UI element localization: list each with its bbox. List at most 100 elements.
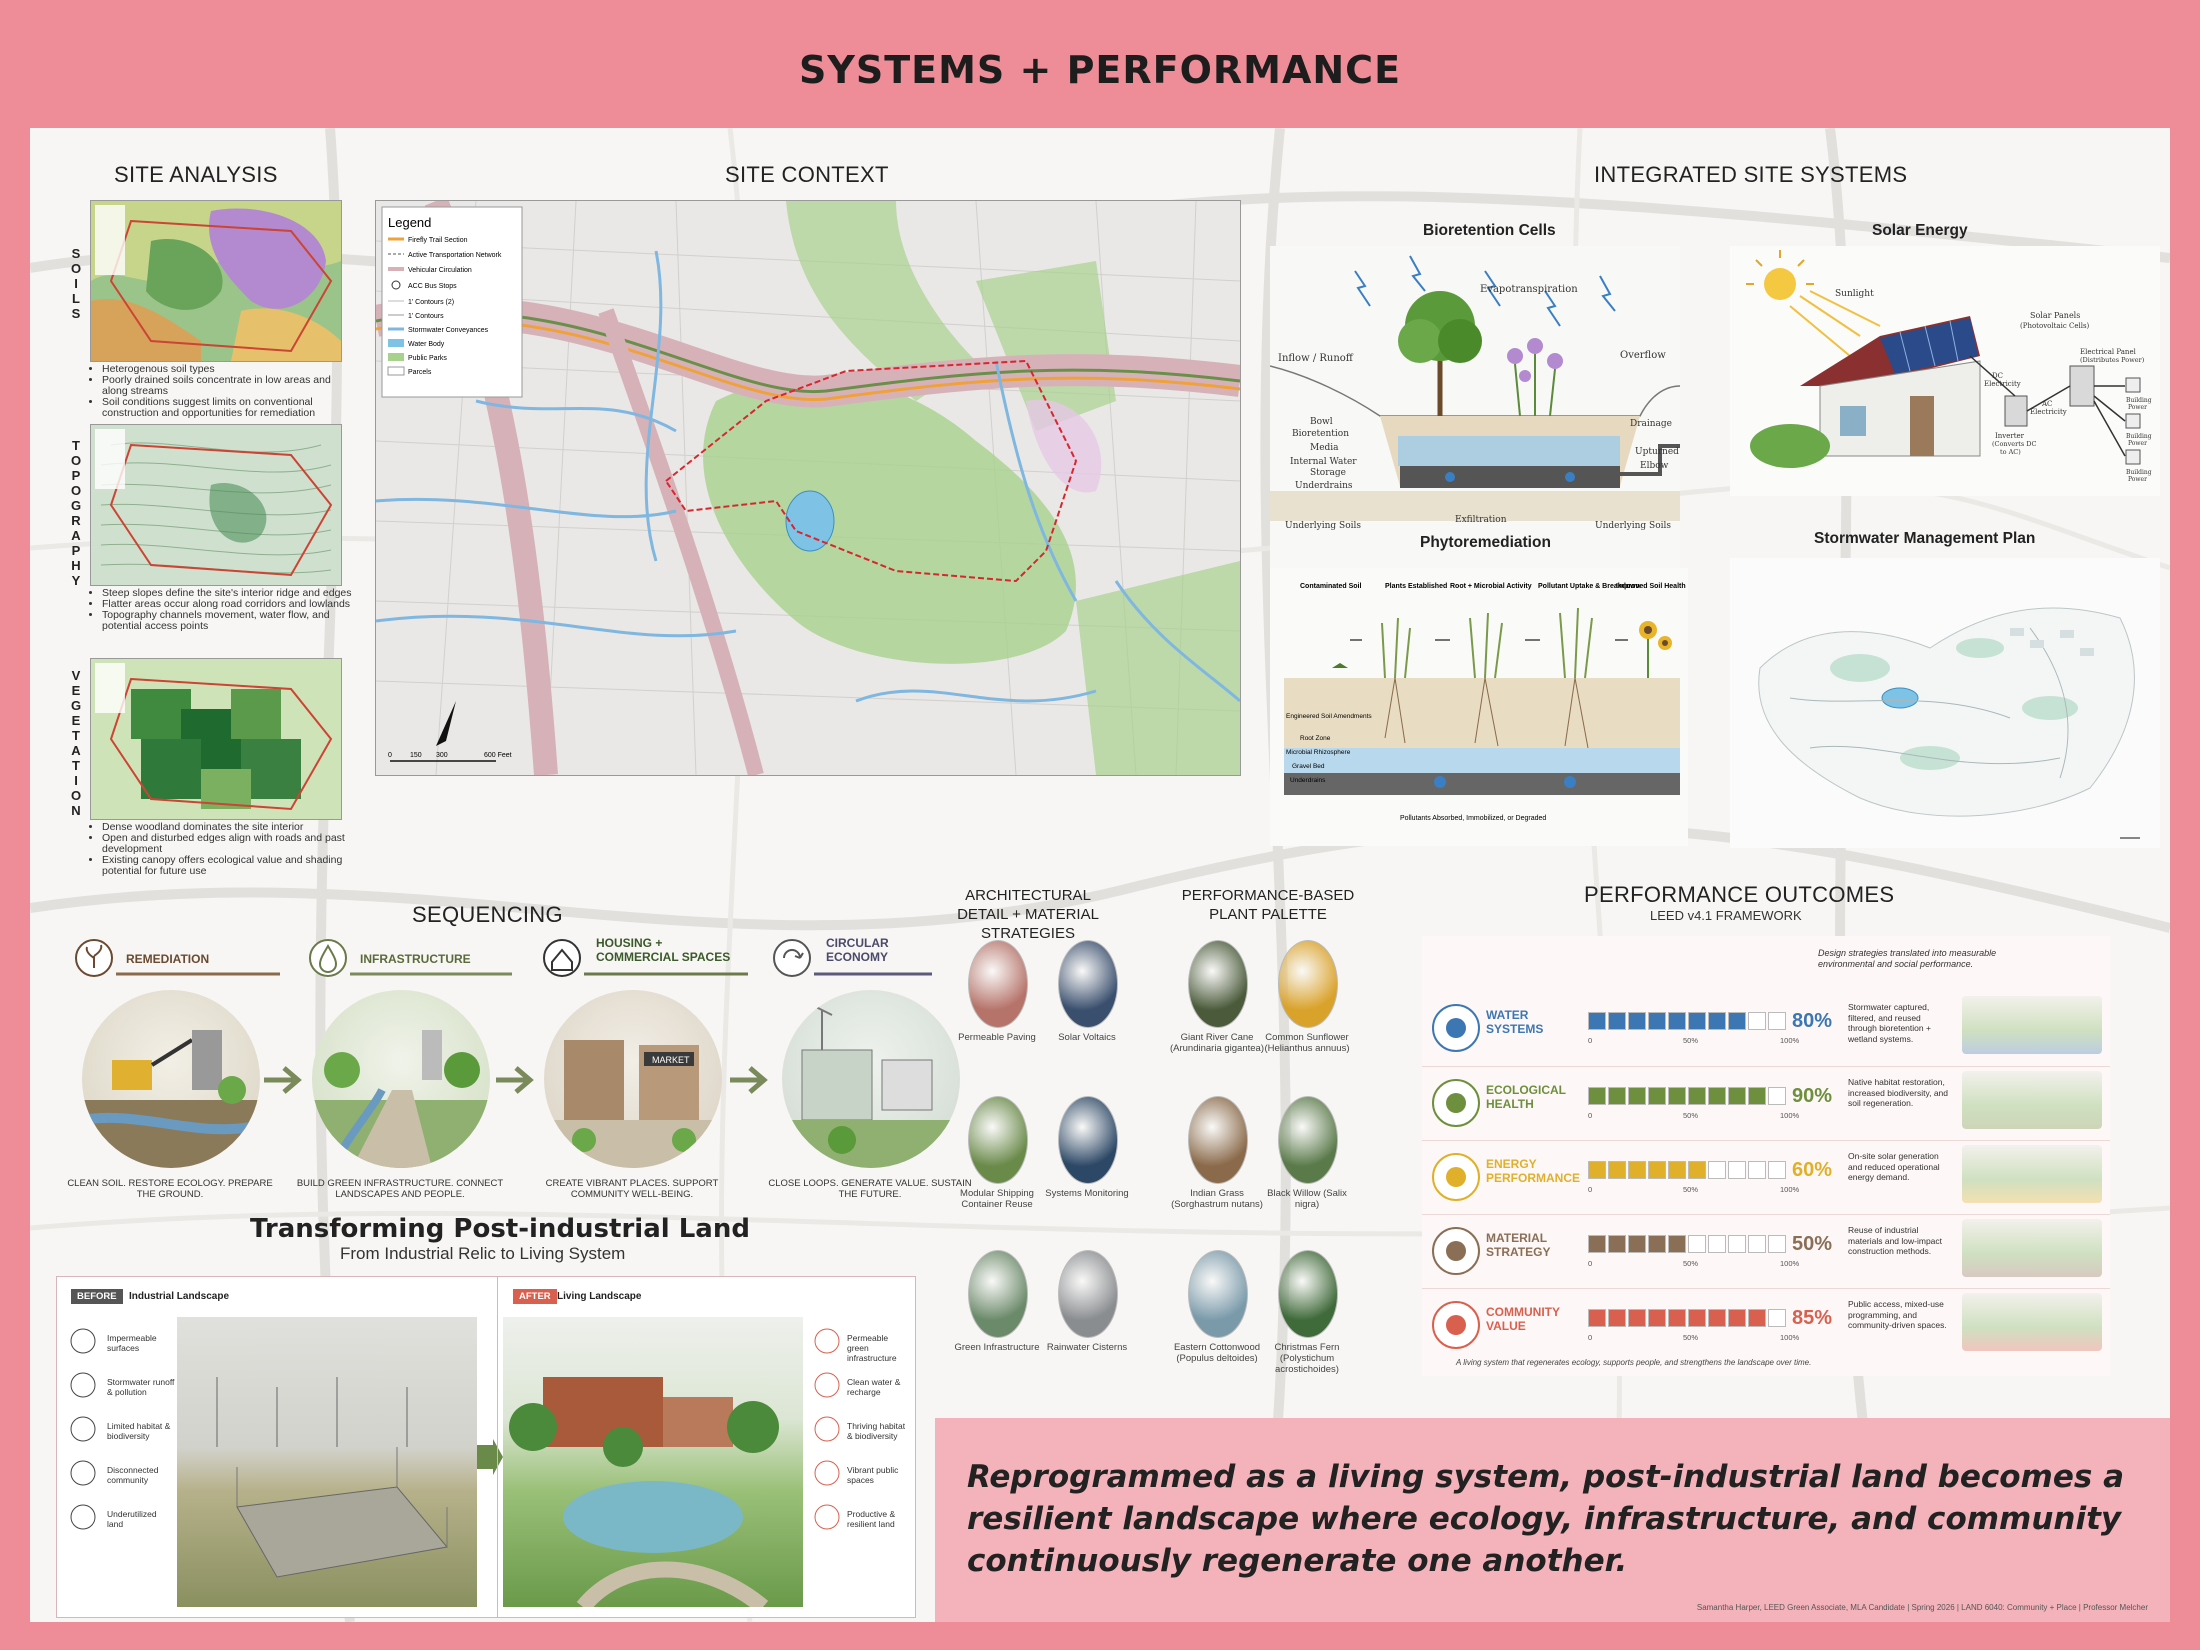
bio-label: Exfiltration [1455, 515, 1507, 525]
bar-segment-filled [1728, 1087, 1746, 1105]
bio-label: Upturned [1635, 447, 1679, 457]
plants-swatch [1278, 1250, 1338, 1338]
outcome-vignette [1962, 1145, 2102, 1203]
outcome-label: WATER SYSTEMS [1486, 1008, 1544, 1036]
arrow-right-icon [477, 1439, 503, 1475]
bar-tick-label: 50% [1683, 1111, 1699, 1120]
bar-segment-filled [1648, 1012, 1666, 1030]
phyto-layer: Microbial Rhizosphere [1286, 749, 1351, 756]
materials-title: ARCHITECTURAL DETAIL + MATERIAL STRATEGI… [957, 887, 1099, 942]
after-item: Permeable green infrastructure [847, 1333, 897, 1363]
topography-bullets: Steep slopes define the site's interior … [90, 588, 357, 632]
bar-segment-filled [1608, 1161, 1626, 1179]
phyto-stage: Improved Soil Health [1616, 583, 1686, 590]
bar-segment-filled [1668, 1235, 1686, 1253]
materials-caption: Modular Shipping Container Reuse [960, 1188, 1034, 1210]
phyto-stage: Root + Microbial Activity [1450, 583, 1532, 590]
outcomes-footer: A living system that regenerates ecology… [1456, 1358, 1812, 1367]
plants-caption: Eastern Cottonwood (Populus deltoides) [1173, 1342, 1261, 1364]
bar-segment-empty [1748, 1012, 1766, 1030]
solar-label: Electricity [2030, 408, 2067, 416]
bar-segment-filled [1608, 1087, 1626, 1105]
solar-label: Building [2126, 433, 2152, 440]
bar-segment-filled [1608, 1012, 1626, 1030]
plant-palette-title: PERFORMANCE-BASED PLANT PALETTE [1181, 887, 1355, 923]
outcomes-panel: Design strategies translated into measur… [1422, 936, 2110, 1376]
outcome-vignette [1962, 1219, 2102, 1277]
bar-segment-empty [1708, 1161, 1726, 1179]
solar-label: Inverter [1995, 432, 2025, 440]
seq-step-caption: CREATE VIBRANT PLACES. SUPPORT COMMUNITY… [545, 1178, 719, 1200]
bar-segment-filled [1688, 1161, 1706, 1179]
outcome-percent: 50% [1792, 1233, 1833, 1255]
bar-tick-label: 100% [1780, 1333, 1800, 1342]
materials-swatch [968, 1096, 1028, 1184]
bar-segment-filled [1668, 1012, 1686, 1030]
after-icons [814, 1328, 840, 1530]
bar-segment-empty [1748, 1235, 1766, 1253]
bio-label: Underdrains [1295, 481, 1353, 491]
phytoremediation-diagram: Contaminated Soil Plants Established Roo… [1270, 568, 1688, 846]
phyto-stage: Contaminated Soil [1300, 583, 1362, 590]
bar-segment-filled [1588, 1012, 1606, 1030]
topography-bullet: Topography channels movement, water flow… [102, 610, 357, 632]
bar-segment-filled [1588, 1087, 1606, 1105]
vegetation-bullet: Open and disturbed edges align with road… [102, 833, 357, 855]
bar-tick-label: 100% [1780, 1185, 1800, 1194]
bar-segment-filled [1648, 1235, 1666, 1253]
materials-caption: Rainwater Cisterns [1046, 1342, 1128, 1353]
legend-item: 1' Contours [408, 313, 444, 320]
before-item: Limited habitat & biodiversity [107, 1421, 171, 1441]
page-title: SYSTEMS + PERFORMANCE [798, 48, 1402, 92]
soils-bullet: Soil conditions suggest limits on conven… [102, 397, 357, 419]
phytoremediation-title: Phytoremediation [1420, 534, 1551, 551]
topography-bullet: Flatter areas occur along road corridors… [102, 599, 357, 610]
credit-line: Samantha Harper, LEED Green Associate, M… [1696, 1603, 2148, 1612]
outcome-icon [1432, 1004, 1480, 1052]
bar-segment-filled [1708, 1012, 1726, 1030]
bar-segment-filled [1688, 1012, 1706, 1030]
bar-segment-empty [1768, 1161, 1786, 1179]
plants-swatch [1278, 1096, 1338, 1184]
divider [497, 1277, 498, 1617]
after-title: Living Landscape [557, 1291, 642, 1302]
materials-caption: Solar Voltaics [1058, 1032, 1116, 1043]
outcomes-intro: Design strategies translated into measur… [1818, 948, 1997, 969]
outcome-icon [1432, 1079, 1480, 1127]
solar-label: Electrical Panel [2080, 348, 2137, 356]
scale-label: 300 [436, 752, 448, 759]
seq-step-label: HOUSING + COMMERCIAL SPACES [596, 936, 731, 964]
bio-label: Underlying Soils [1595, 521, 1671, 531]
site-analysis-title: SITE ANALYSIS [114, 162, 278, 187]
bar-segment-filled [1708, 1309, 1726, 1327]
vegetation-bullet: Existing canopy offers ecological value … [102, 855, 357, 877]
legend-item: Stormwater Conveyances [408, 327, 489, 334]
before-after-panel: BEFORE Industrial Landscape Impermeable … [56, 1276, 916, 1618]
solar-label: Sunlight [1835, 289, 1874, 299]
bar-tick-label: 50% [1683, 1259, 1699, 1268]
legend-item: ACC Bus Stops [408, 283, 457, 290]
arrow-right-icon [264, 1066, 302, 1094]
solar-label: Electricity [1984, 380, 2021, 388]
materials-swatch [1058, 1096, 1118, 1184]
outcome-percent: 85% [1792, 1307, 1833, 1329]
circular-economy-vignette [782, 990, 960, 1168]
plants-swatch [1188, 1250, 1248, 1338]
before-tag: BEFORE [71, 1289, 123, 1304]
solar-label: Solar Panels [2030, 311, 2080, 320]
soils-map [90, 200, 342, 362]
bar-segment-filled [1588, 1161, 1606, 1179]
plants-swatch [1188, 940, 1248, 1028]
bar-segment-empty [1768, 1012, 1786, 1030]
plants-caption: Giant River Cane (Arundinaria gigantea) [1169, 1032, 1264, 1054]
outcome-description: Native habitat restoration, increased bi… [1848, 1077, 1949, 1108]
bio-label: Evapotranspiration [1480, 284, 1578, 295]
seq-step-label: INFRASTRUCTURE [360, 952, 471, 966]
solar-label: Power [2128, 440, 2147, 447]
phyto-stage: Plants Established [1385, 583, 1447, 590]
bio-label: Bowl [1310, 417, 1333, 427]
legend-item: Water Body [408, 341, 445, 348]
